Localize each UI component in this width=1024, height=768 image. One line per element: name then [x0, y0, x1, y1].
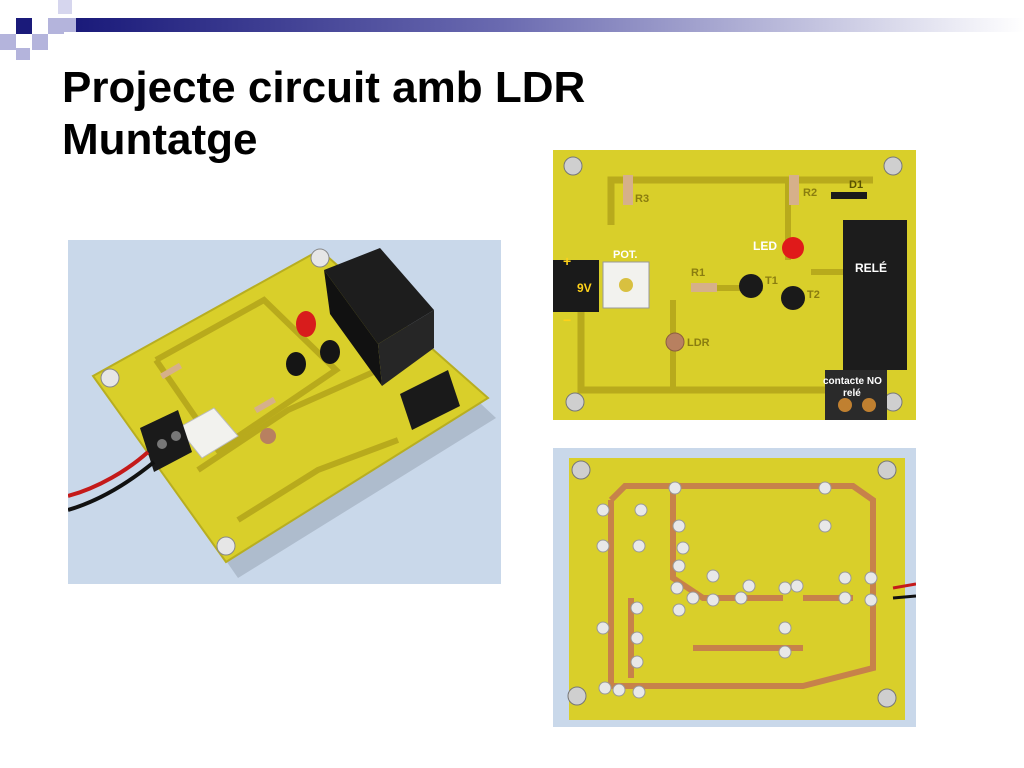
- label-r2: R2: [803, 187, 817, 199]
- photo-board-component-side: R3 R2 D1 LED POT. R1 T1 T2 LDR RELÉ + − …: [553, 150, 916, 420]
- label-r1: R1: [691, 267, 705, 279]
- label-contact-line1: contacte NO: [823, 376, 882, 387]
- label-t1: T1: [765, 275, 778, 287]
- title-line-2: Muntatge: [62, 115, 258, 164]
- label-ldr: LDR: [687, 337, 710, 349]
- label-pot: POT.: [613, 249, 637, 261]
- label-plus: +: [563, 253, 571, 269]
- label-contact-line2: relé: [843, 388, 861, 399]
- slide-title: Projecte circuit amb LDR Muntatge: [62, 62, 585, 166]
- label-r3: R3: [635, 193, 649, 205]
- label-9v: 9V: [577, 281, 592, 295]
- label-rele: RELÉ: [855, 260, 887, 275]
- label-t2: T2: [807, 289, 820, 301]
- label-minus: −: [563, 312, 571, 328]
- title-line-1: Projecte circuit amb LDR: [62, 63, 586, 112]
- label-d1: D1: [849, 179, 863, 191]
- photo-board-copper-side: [553, 448, 916, 727]
- photo-board-perspective: [68, 240, 501, 584]
- label-led: LED: [753, 239, 777, 253]
- header-decoration: [0, 0, 1024, 60]
